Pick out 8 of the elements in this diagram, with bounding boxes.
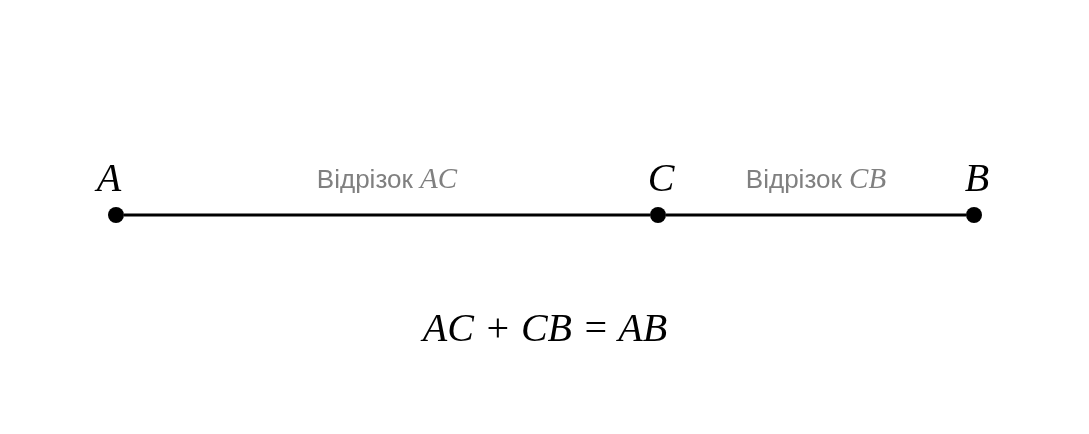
edge-label: Відрізок CB [745,164,887,193]
point-label: C [646,158,676,198]
point-label: A [93,158,123,198]
line-segment [124,213,650,217]
point-label: B [963,158,991,198]
edge-label: Відрізок AC [316,164,458,193]
formula: AC + CB = AB [422,308,668,348]
line-segment [666,213,966,217]
